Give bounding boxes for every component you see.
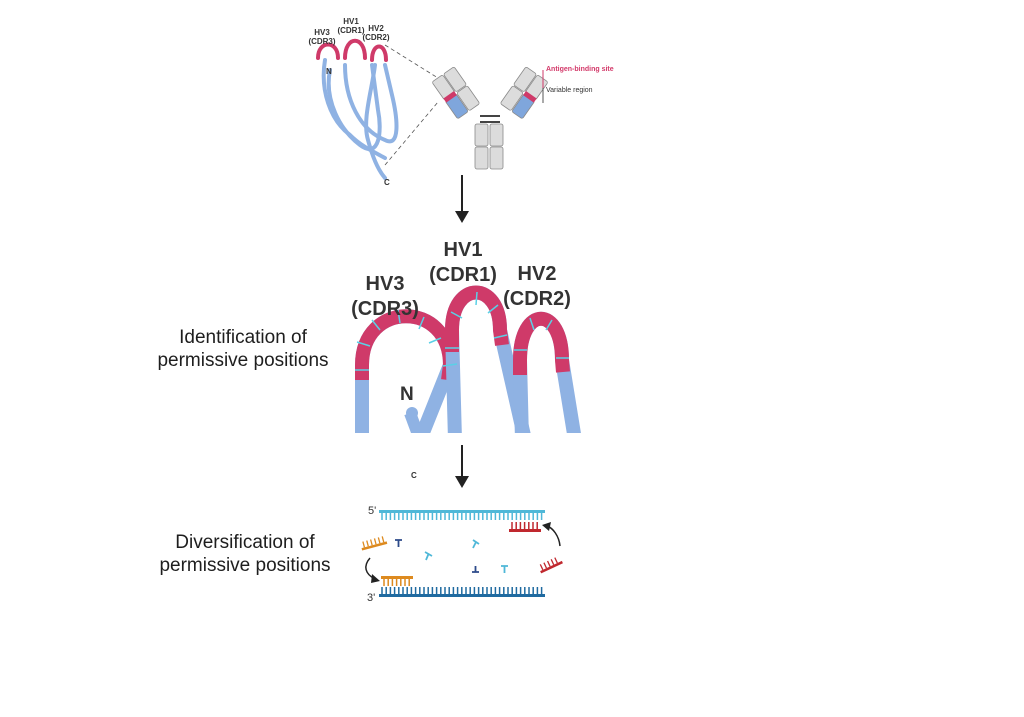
five-prime-label: 5': [368, 505, 377, 517]
zoom-n-label: N: [400, 384, 414, 405]
small-hv3-label: HV3: [314, 28, 330, 37]
zoom-dashed-lines: [384, 44, 439, 166]
identification-step-label: Identification of permissive positions: [157, 327, 329, 371]
small-n-label: N: [326, 67, 332, 76]
small-cdr2-label: (CDR2): [362, 33, 390, 42]
zoom-cdr3-label: (CDR3): [351, 298, 419, 320]
small-hv2-label: HV2: [368, 24, 384, 33]
small-c-label: C: [384, 178, 390, 187]
zoom-hv2-label: HV2: [517, 263, 557, 285]
small-cdr3-label: (CDR3): [308, 37, 336, 46]
zoom-cdr2-label: (CDR2): [503, 288, 571, 310]
antigen-binding-site-label: Antigen-binding site: [546, 66, 614, 73]
antibody-icon: [432, 67, 548, 170]
dna-diversification-diagram: [361, 510, 563, 597]
zoom-cdr1-label: (CDR1): [429, 264, 497, 286]
small-cdr1-label: (CDR1): [337, 26, 365, 35]
small-hv1-label: HV1: [343, 17, 359, 26]
diversification-step-label: Diversification of permissive positions: [159, 532, 331, 576]
zoom-hv3-label: HV3: [365, 273, 405, 295]
down-arrow-2: [455, 445, 469, 488]
variable-region-label: Variable region: [546, 87, 593, 94]
down-arrow-1: [455, 175, 469, 223]
zoomed-loop-diagram: [355, 285, 581, 433]
small-loop-diagram: [316, 38, 399, 180]
zoom-c-label: C: [411, 471, 417, 480]
zoom-hv1-label: HV1: [443, 239, 483, 261]
three-prime-label: 3': [367, 592, 376, 604]
